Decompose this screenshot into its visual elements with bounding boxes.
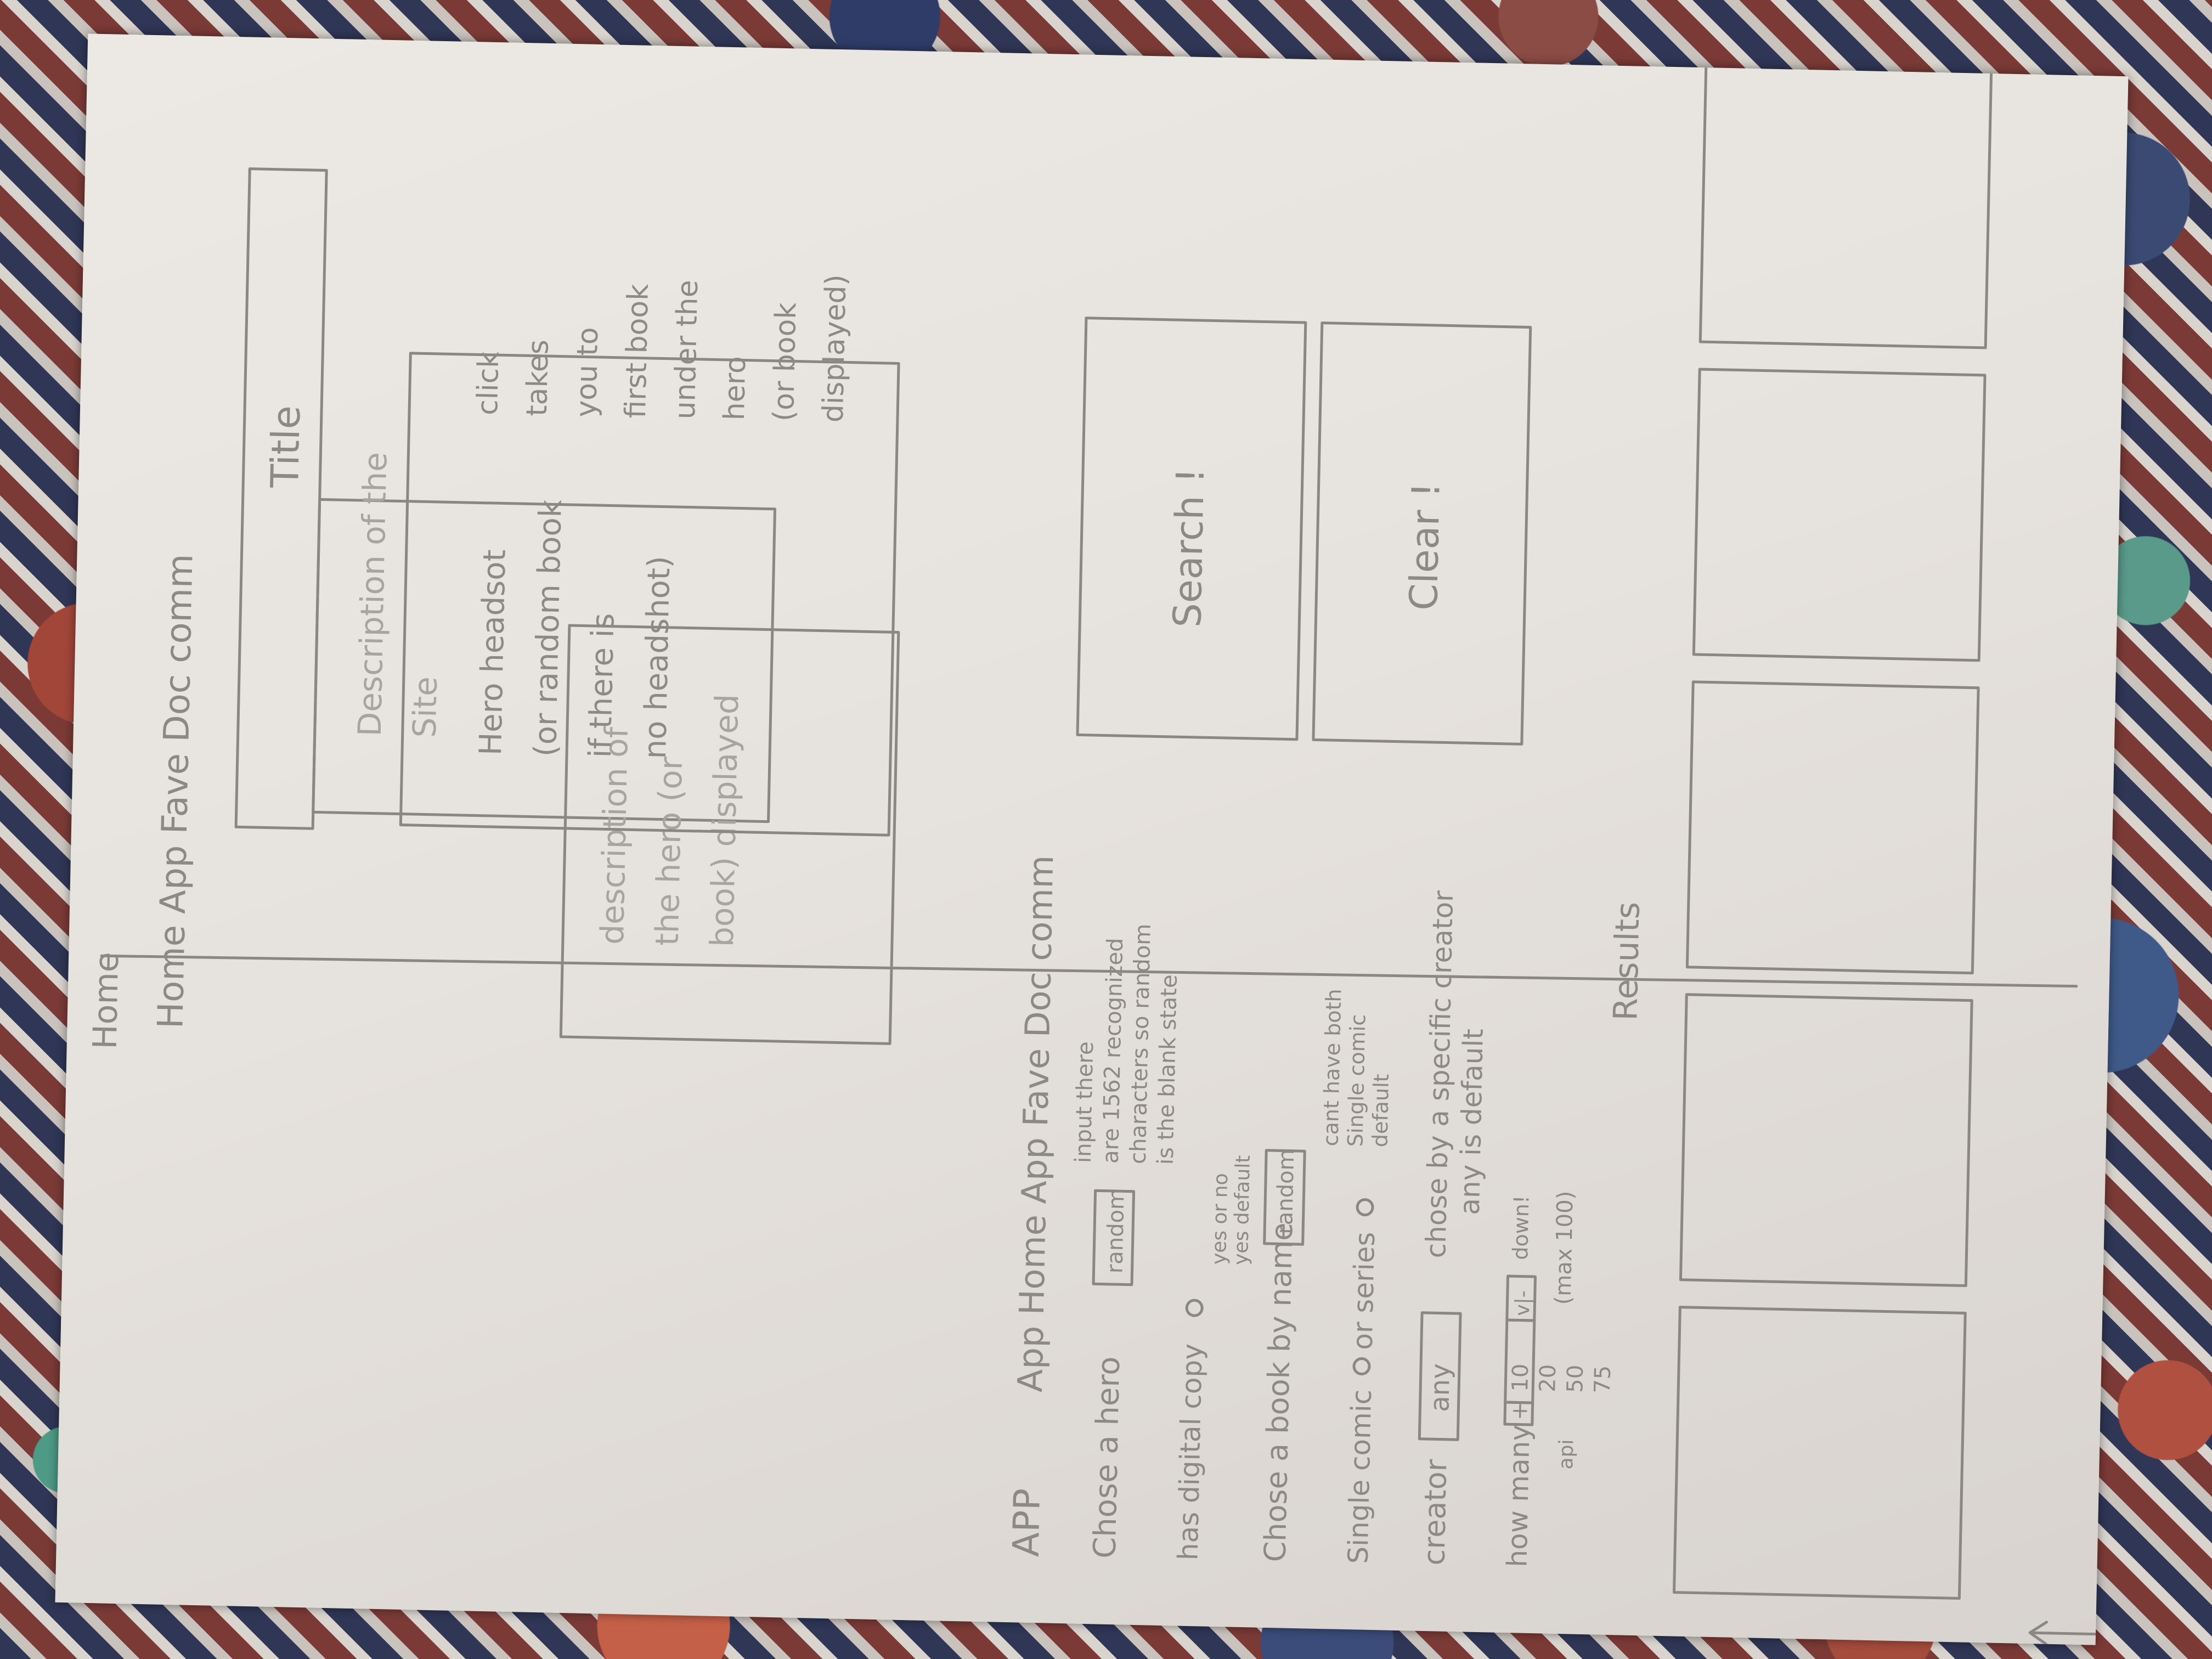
hero-description-line-3: book) displayed bbox=[703, 693, 746, 947]
creator-label: creator bbox=[1417, 1459, 1453, 1566]
how-many-option-4: 75 bbox=[1590, 1365, 1616, 1393]
hero-random: random bbox=[1102, 1188, 1129, 1273]
page1-title-box bbox=[234, 167, 328, 830]
paper-sheet: Home Home App Fave Doc comm Title Descri… bbox=[55, 33, 2129, 1645]
how-many-option-1: 10 bbox=[1508, 1363, 1533, 1392]
comic-note-line-1: cant have both bbox=[1318, 989, 1346, 1147]
api-note: api bbox=[1555, 1439, 1578, 1470]
single-comic-label: Single comic bbox=[1342, 1389, 1378, 1564]
search-button: Search ! bbox=[1165, 467, 1213, 628]
site-description-line-2: Site bbox=[406, 676, 444, 738]
hero-headshot-box bbox=[399, 352, 900, 837]
clear-button: Clear ! bbox=[1401, 482, 1449, 611]
click-note-line-1: click bbox=[471, 351, 505, 415]
creator-note-line-1: chose by a specific creator bbox=[1420, 890, 1459, 1259]
page1-nav: Home App Fave Doc comm bbox=[150, 554, 201, 1029]
series-label: or series bbox=[1347, 1232, 1381, 1350]
how-many-toggle-box bbox=[1505, 1274, 1537, 1322]
how-many-label: how many bbox=[1501, 1424, 1536, 1567]
page2-nav: App Home App Fave Doc comm bbox=[1010, 855, 1061, 1393]
creator-note-line-2: any is default bbox=[1454, 1028, 1489, 1215]
page1-title: Title bbox=[262, 405, 309, 489]
page2-app-label: APP bbox=[1005, 1488, 1049, 1557]
result-card bbox=[1692, 368, 1987, 662]
site-description-line-1: Description of the bbox=[351, 452, 394, 737]
book-random: random bbox=[1272, 1149, 1299, 1234]
click-note-line-3: you to bbox=[570, 327, 605, 418]
hero-note-line-3: characters so random bbox=[1126, 923, 1156, 1164]
site-description-box bbox=[312, 498, 776, 823]
max-note: (max 100) bbox=[1550, 1190, 1578, 1305]
result-card bbox=[1679, 993, 1973, 1288]
page-divider bbox=[100, 954, 2078, 988]
series-radio bbox=[1356, 1198, 1374, 1217]
page1-sketch: Home Home App Fave Doc comm Title Descri… bbox=[86, 167, 900, 1050]
headshot-text-line-2: (or random book bbox=[528, 499, 569, 757]
click-note-line-5: under the bbox=[669, 280, 704, 420]
book-label: Chose a book by name bbox=[1257, 1222, 1299, 1562]
click-note-line-7: (or book bbox=[768, 302, 803, 422]
how-many-option-3: 50 bbox=[1562, 1364, 1588, 1393]
hero-note-line-1: input there bbox=[1071, 1041, 1099, 1163]
result-card bbox=[1672, 1306, 1967, 1600]
search-box bbox=[1076, 317, 1307, 741]
how-many-toggle: v|- bbox=[1511, 1290, 1534, 1316]
clear-box bbox=[1312, 321, 1532, 746]
how-many-plus: + bbox=[1507, 1402, 1533, 1420]
page2-sketch: APP App Home App Fave Doc comm Chose a h… bbox=[1005, 55, 2129, 1645]
hero-description-box bbox=[559, 624, 900, 1045]
click-note-line-8: displayed) bbox=[817, 274, 853, 422]
down-note: down! bbox=[1508, 1195, 1533, 1260]
headshot-text-line-4: no headshot) bbox=[637, 556, 678, 759]
wireframe-sketch: Home Home App Fave Doc comm Title Descri… bbox=[86, 55, 2129, 1645]
click-note-line-6: hero bbox=[718, 356, 752, 421]
digital-note-line-2: yes default bbox=[1230, 1155, 1255, 1265]
results-label: Results bbox=[1606, 901, 1647, 1021]
creator-value: any bbox=[1424, 1363, 1456, 1412]
book-random-box bbox=[1263, 1149, 1306, 1246]
headshot-text-line-1: Hero headsot bbox=[473, 549, 513, 756]
single-comic-radio bbox=[1352, 1357, 1371, 1376]
digital-note-line-1: yes or no bbox=[1208, 1173, 1232, 1265]
digital-copy-label: has digital copy bbox=[1172, 1343, 1209, 1560]
hero-description-line-1: description of bbox=[594, 726, 635, 945]
digital-copy-radio bbox=[1185, 1299, 1204, 1317]
creator-box bbox=[1418, 1311, 1462, 1441]
page1-home-label: Home bbox=[86, 952, 127, 1050]
comic-note-line-2: Single comic bbox=[1343, 1014, 1370, 1147]
click-note-line-2: takes bbox=[521, 339, 555, 416]
hero-random-box bbox=[1092, 1189, 1136, 1286]
hero-note-line-2: are 1562 recognized bbox=[1098, 938, 1128, 1164]
headshot-text-line-3: if there is bbox=[583, 613, 622, 758]
click-note-line-4: first book bbox=[619, 284, 655, 419]
how-many-option-2: 20 bbox=[1535, 1364, 1561, 1392]
result-card bbox=[1699, 55, 1993, 349]
comic-note-line-3: default bbox=[1368, 1074, 1393, 1148]
hero-note-line-4: is the blank state bbox=[1153, 974, 1182, 1165]
hero-label: Chose a hero bbox=[1087, 1356, 1127, 1559]
result-card bbox=[1685, 680, 1980, 975]
hero-description-line-2: the hero (or bbox=[648, 757, 690, 946]
